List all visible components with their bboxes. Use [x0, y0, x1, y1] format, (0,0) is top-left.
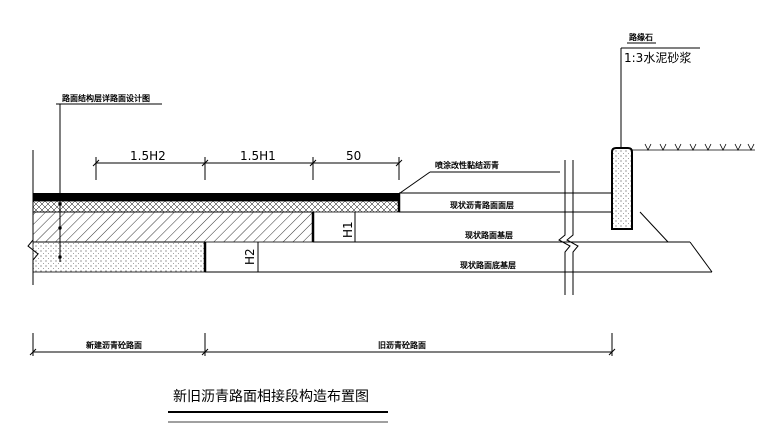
title-underline — [168, 411, 388, 423]
mortar-label: 1:3水泥砂浆 — [624, 50, 691, 65]
surface-layer-label: 现状沥青路面面层 — [450, 200, 514, 210]
dim-1-5h2: 1.5H2 — [130, 149, 166, 163]
detail-leader — [56, 103, 162, 262]
subbase-layer-label: 现状路面底基层 — [460, 260, 516, 270]
tack-coat-label: 喷涂改性黏结沥青 — [435, 160, 499, 170]
vertical-dimensions — [257, 212, 356, 272]
layer-leaders — [399, 171, 560, 273]
new-base-layer-fill — [32, 211, 314, 243]
base-layer-label: 现状路面基层 — [465, 230, 513, 240]
dim-h1: H1 — [341, 221, 355, 238]
old-pavement-label: 旧沥青砼路面 — [378, 340, 426, 350]
dim-1-5h1: 1.5H1 — [240, 149, 276, 163]
curb-label: 路缘石 — [629, 32, 653, 42]
curb-stone — [611, 147, 633, 230]
dim-50: 50 — [346, 149, 361, 163]
detail-ref-label: 路面结构层详路面设计图 — [62, 93, 150, 103]
bottom-dimension — [29, 333, 616, 356]
top-dimension — [92, 157, 403, 180]
dim-h2: H2 — [243, 248, 257, 265]
curb-leader — [620, 42, 700, 148]
new-surface-layer2-fill — [32, 200, 400, 213]
ground-surface-marks — [632, 143, 755, 151]
new-surface-layer-fill — [33, 193, 399, 201]
middle-break-line — [558, 160, 579, 295]
drawing-title: 新旧沥青路面相接段构造布置图 — [173, 388, 369, 405]
new-pavement-label: 新建沥青砼路面 — [86, 340, 142, 350]
